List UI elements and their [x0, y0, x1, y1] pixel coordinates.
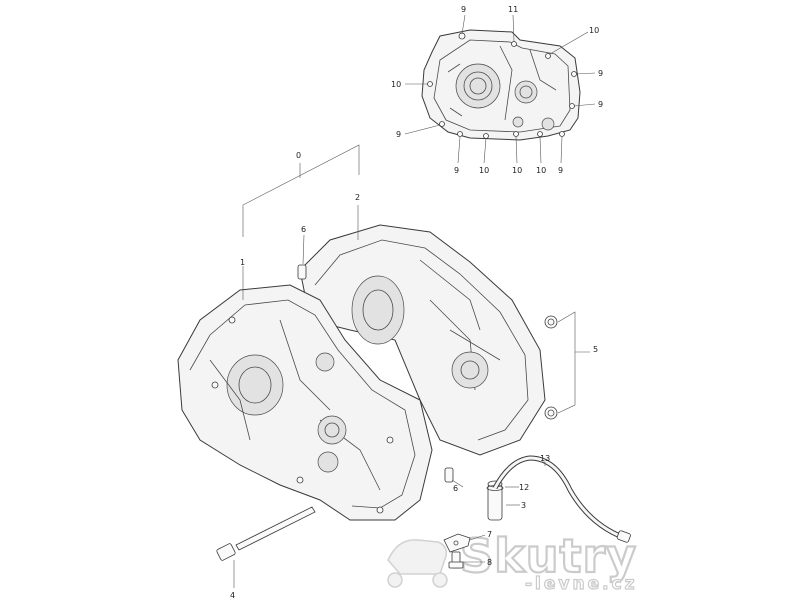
detail-leader-lines	[404, 14, 596, 164]
callout-3: 3	[521, 501, 526, 510]
callout-9: 9	[396, 130, 401, 139]
callout-5: 5	[593, 345, 598, 354]
callout-6: 6	[453, 484, 458, 493]
watermark-main-text: Skutry	[460, 529, 637, 583]
callout-8: 8	[487, 558, 492, 567]
callout-10: 10	[536, 166, 546, 175]
callout-9: 9	[598, 69, 603, 78]
callout-7: 7	[487, 530, 492, 539]
callout-12: 12	[519, 483, 529, 492]
callout-11: 11	[508, 5, 518, 14]
crankcase-detail-view: 9 11 10 9 9 10 9 9 10 10 10 9	[391, 5, 603, 175]
callout-1: 1	[240, 258, 245, 267]
callout-10: 10	[479, 166, 489, 175]
watermark-sub-text: -levne.cz	[525, 574, 638, 594]
callout-10: 10	[391, 80, 401, 89]
main-leader-lines	[233, 144, 590, 588]
scooter-logo-icon	[387, 539, 448, 588]
callout-2: 2	[355, 193, 360, 202]
callout-4: 4	[230, 591, 235, 600]
callout-9: 9	[461, 5, 466, 14]
callout-0: 0	[296, 151, 301, 160]
callout-6: 6	[301, 225, 306, 234]
callout-9: 9	[598, 100, 603, 109]
callout-10: 10	[512, 166, 522, 175]
callout-13: 13	[540, 454, 550, 463]
callout-9: 9	[558, 166, 563, 175]
long-bolt	[216, 506, 316, 561]
callout-10: 10	[589, 26, 599, 35]
watermark: Skutry -levne.cz	[387, 528, 638, 595]
callout-9: 9	[454, 166, 459, 175]
engine-crankcase-icon	[177, 224, 631, 569]
